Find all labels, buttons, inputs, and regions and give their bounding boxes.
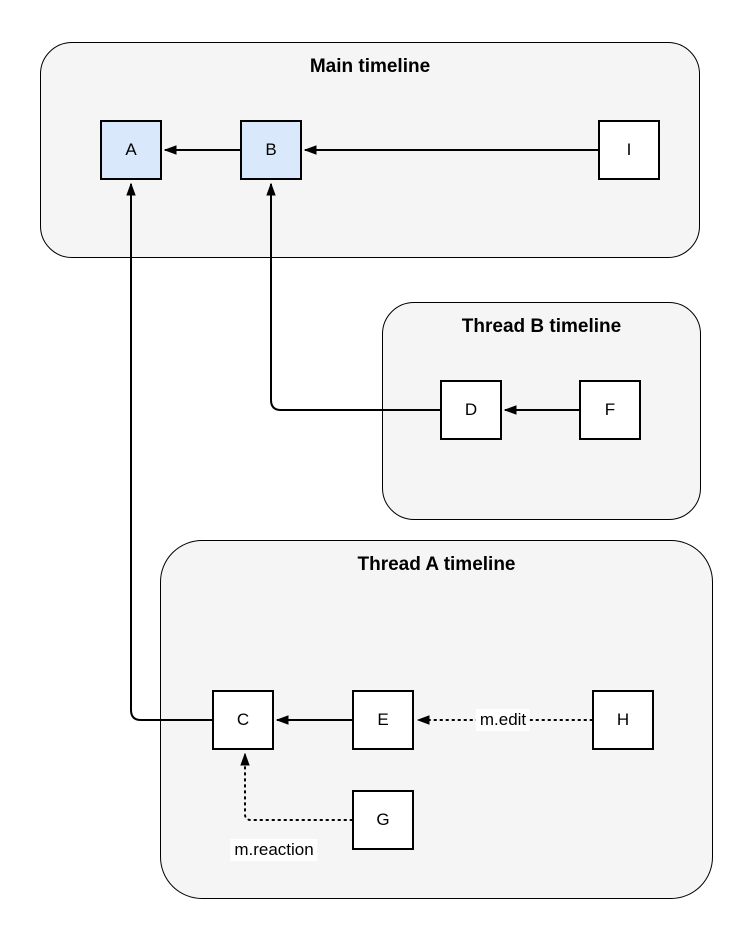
thread-b-timeline-title: Thread B timeline bbox=[461, 316, 622, 337]
event-node-c: C bbox=[212, 690, 274, 750]
event-node-f: F bbox=[579, 380, 641, 440]
event-node-h: H bbox=[592, 690, 654, 750]
event-node-a: A bbox=[100, 120, 162, 180]
thread-b-timeline-group: Thread B timeline bbox=[382, 302, 701, 520]
event-node-h-label: H bbox=[616, 710, 630, 729]
event-node-d: D bbox=[440, 380, 502, 440]
main-timeline-title: Main timeline bbox=[309, 56, 431, 77]
edge-label-m-reaction: m.reaction bbox=[230, 839, 318, 861]
event-node-g-label: G bbox=[376, 810, 390, 829]
event-node-c-label: C bbox=[236, 710, 250, 729]
event-node-a-label: A bbox=[125, 140, 137, 159]
event-node-d-label: D bbox=[464, 400, 478, 419]
event-node-b-label: B bbox=[265, 140, 277, 159]
event-node-g: G bbox=[352, 790, 414, 850]
event-node-i-label: I bbox=[626, 140, 632, 159]
event-node-b: B bbox=[240, 120, 302, 180]
edge-label-m-edit: m.edit bbox=[475, 709, 531, 731]
event-node-e: E bbox=[352, 690, 414, 750]
event-node-e-label: E bbox=[377, 710, 389, 729]
event-node-f-label: F bbox=[604, 400, 616, 419]
event-node-i: I bbox=[598, 120, 660, 180]
thread-a-timeline-title: Thread A timeline bbox=[357, 554, 516, 575]
